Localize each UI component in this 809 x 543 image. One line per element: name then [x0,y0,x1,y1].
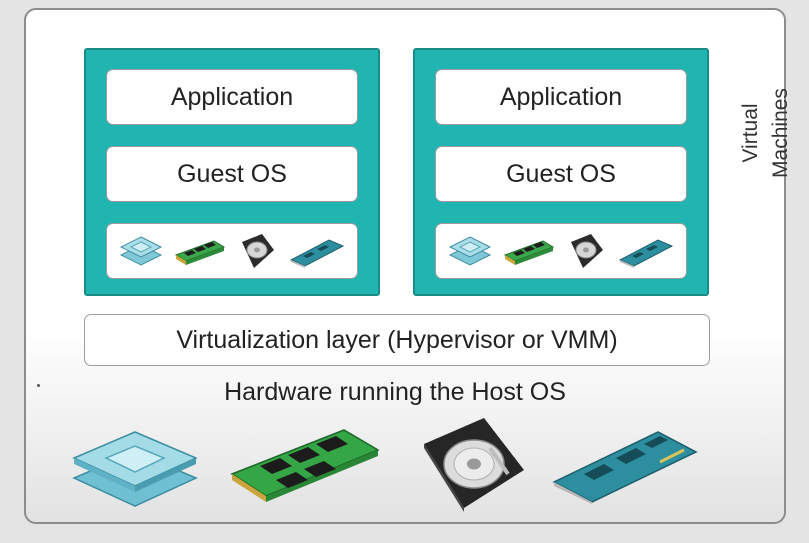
hypervisor-label: Virtualization layer (Hypervisor or VMM) [176,325,618,354]
virtual-machine-1: Application Guest OS [84,48,380,296]
hard-disk-icon [570,234,603,268]
cpu-icon [448,236,491,266]
ram-icon [175,240,226,265]
application-label: Application [499,82,623,111]
ram-icon [504,240,555,265]
cpu-icon [70,420,200,510]
stray-dot [37,384,40,387]
virtual-machines-label-area: Virtual Machines [726,68,806,198]
virtual-hardware-box [435,223,687,279]
expansion-card-icon [619,239,674,268]
guest-os-box: Guest OS [435,146,687,202]
hard-disk-icon [418,414,530,514]
virtual-machine-2: Application Guest OS [413,48,709,296]
expansion-card-icon [550,424,700,504]
virtual-hardware-box [106,223,358,279]
hypervisor-layer: Virtualization layer (Hypervisor or VMM) [84,314,710,366]
ram-icon [226,422,386,504]
application-box: Application [106,69,358,125]
guest-os-box: Guest OS [106,146,358,202]
host-hardware-label: Hardware running the Host OS [224,378,566,406]
hard-disk-icon [241,234,274,268]
expansion-card-icon [290,239,345,268]
cpu-icon [119,236,162,266]
virtual-machines-label: Virtual Machines [739,88,792,178]
guest-os-label: Guest OS [177,159,287,188]
application-label: Application [170,82,294,111]
outer-frame: Application Guest OS [24,8,792,524]
application-box: Application [435,69,687,125]
guest-os-label: Guest OS [506,159,616,188]
